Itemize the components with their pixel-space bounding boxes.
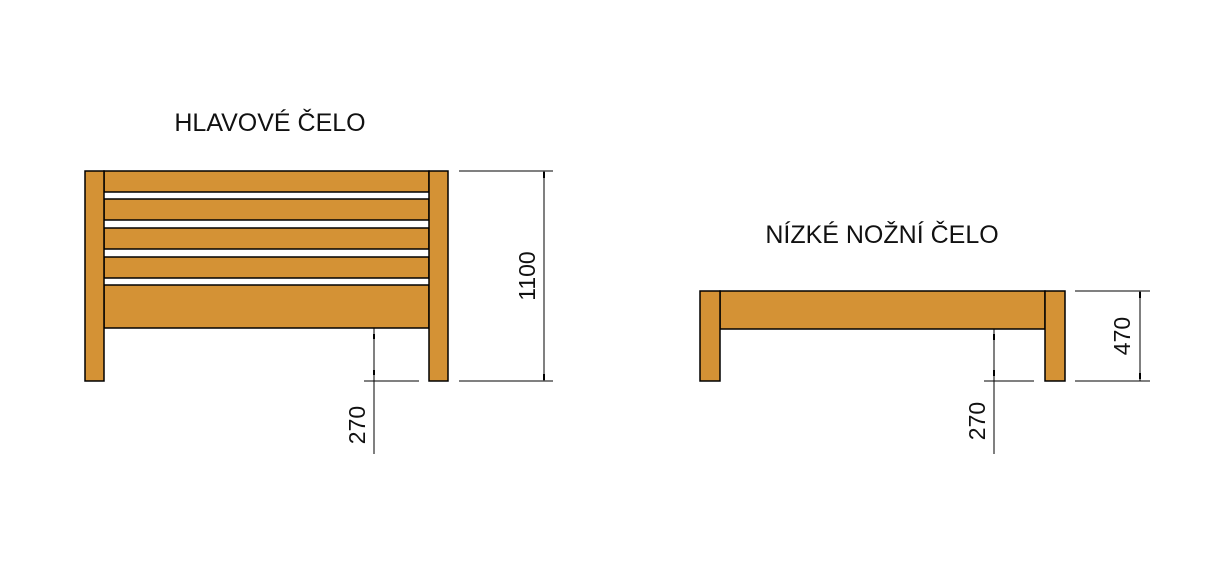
footboard: NÍZKÉ NOŽNÍ ČELO 470 270 xyxy=(699,220,1150,454)
footboard-clearance-dimension: 270 xyxy=(964,329,1034,454)
headboard-slat-3 xyxy=(103,227,430,250)
headboard-left-post xyxy=(84,170,105,382)
footboard-right-post xyxy=(1044,290,1066,382)
headboard-slat-1 xyxy=(103,170,430,193)
headboard-title: HLAVOVÉ ČELO xyxy=(174,108,365,137)
headboard-bottom-board xyxy=(103,284,430,329)
footboard-board xyxy=(719,290,1046,330)
footboard-left-post xyxy=(699,290,721,382)
footboard-title: NÍZKÉ NOŽNÍ ČELO xyxy=(765,220,998,249)
footboard-height-label: 470 xyxy=(1109,317,1135,355)
headboard-slat-4 xyxy=(103,256,430,279)
footboard-clearance-label: 270 xyxy=(964,402,990,440)
headboard-clearance-label: 270 xyxy=(344,406,370,444)
headboard: HLAVOVÉ ČELO 1100 270 xyxy=(84,108,553,454)
headboard-height-dimension: 1100 xyxy=(459,170,553,382)
headboard-right-post xyxy=(428,170,449,382)
footboard-height-dimension: 470 xyxy=(1075,290,1150,382)
headboard-slat-2 xyxy=(103,198,430,221)
headboard-clearance-dimension: 270 xyxy=(344,328,419,454)
headboard-height-label: 1100 xyxy=(514,251,540,300)
